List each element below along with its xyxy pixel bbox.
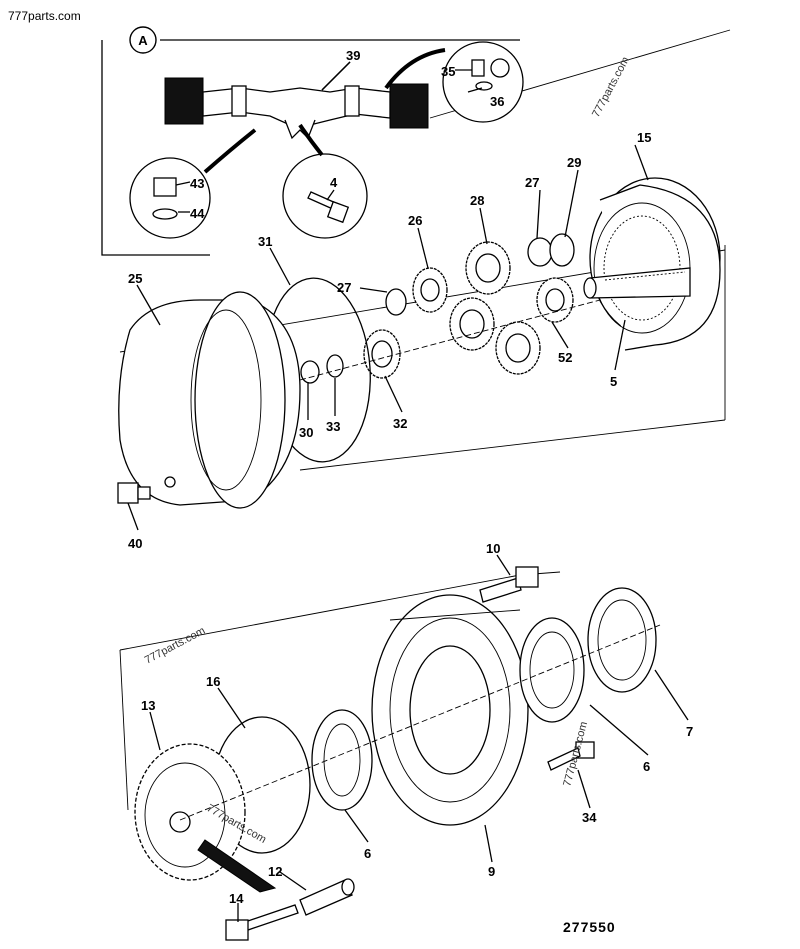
callout-28: 28 bbox=[470, 193, 484, 208]
axle-assembly bbox=[164, 77, 429, 140]
watermark-lower-left: 777parts.com bbox=[143, 625, 207, 667]
pin-12 bbox=[299, 878, 355, 916]
callout-27-lower: 27 bbox=[337, 280, 351, 295]
callout-26: 26 bbox=[408, 213, 422, 228]
callout-31: 31 bbox=[258, 234, 272, 249]
callout-6-right: 6 bbox=[643, 759, 650, 774]
axis-line-upper bbox=[299, 299, 601, 381]
callout-52: 52 bbox=[558, 350, 572, 365]
callout-43: 43 bbox=[190, 176, 204, 191]
bolt-14 bbox=[225, 904, 299, 941]
callout-14: 14 bbox=[229, 891, 244, 906]
callout-4: 4 bbox=[330, 175, 338, 190]
callout-12: 12 bbox=[268, 864, 282, 879]
inset-bolt-4 bbox=[282, 123, 368, 239]
inset-breather-35-36 bbox=[384, 41, 524, 123]
callout-7: 7 bbox=[686, 724, 693, 739]
splined-shaft bbox=[583, 267, 691, 299]
gear-13 bbox=[134, 743, 277, 893]
circlips bbox=[300, 233, 575, 384]
callout-29: 29 bbox=[567, 155, 581, 170]
inset-a-label: A bbox=[138, 33, 148, 48]
callout-15: 15 bbox=[637, 130, 651, 145]
leader-lines bbox=[127, 61, 689, 922]
callout-13: 13 bbox=[141, 698, 155, 713]
callout-34: 34 bbox=[582, 810, 597, 825]
callout-33: 33 bbox=[326, 419, 340, 434]
watermark-top: 777parts.com bbox=[8, 9, 81, 23]
bearings-seals bbox=[311, 587, 657, 811]
callout-25: 25 bbox=[128, 271, 142, 286]
callout-5: 5 bbox=[610, 374, 617, 389]
ring-gear bbox=[589, 177, 721, 351]
callout-39: 39 bbox=[346, 48, 360, 63]
callout-35: 35 bbox=[441, 64, 455, 79]
callout-16: 16 bbox=[206, 674, 220, 689]
inset-plug-43-44 bbox=[129, 128, 257, 239]
callout-32: 32 bbox=[393, 416, 407, 431]
callouts: 39 35 36 43 44 4 15 29 27 28 26 31 25 27… bbox=[128, 48, 693, 906]
planet-gears bbox=[363, 241, 574, 379]
callout-9: 9 bbox=[488, 864, 495, 879]
hub-cover bbox=[118, 291, 301, 509]
drain-plug bbox=[117, 482, 151, 504]
axis-line-lower bbox=[179, 624, 661, 821]
document-number: 277550 bbox=[563, 919, 616, 935]
inset-a-badge bbox=[129, 26, 157, 54]
callout-27-upper: 27 bbox=[525, 175, 539, 190]
callout-10: 10 bbox=[486, 541, 500, 556]
bolt-10 bbox=[479, 566, 539, 603]
callout-36: 36 bbox=[490, 94, 504, 109]
callout-44: 44 bbox=[190, 206, 205, 221]
callout-6-left: 6 bbox=[364, 846, 371, 861]
bolt-34 bbox=[547, 741, 595, 771]
callout-40: 40 bbox=[128, 536, 142, 551]
callout-30: 30 bbox=[299, 425, 313, 440]
